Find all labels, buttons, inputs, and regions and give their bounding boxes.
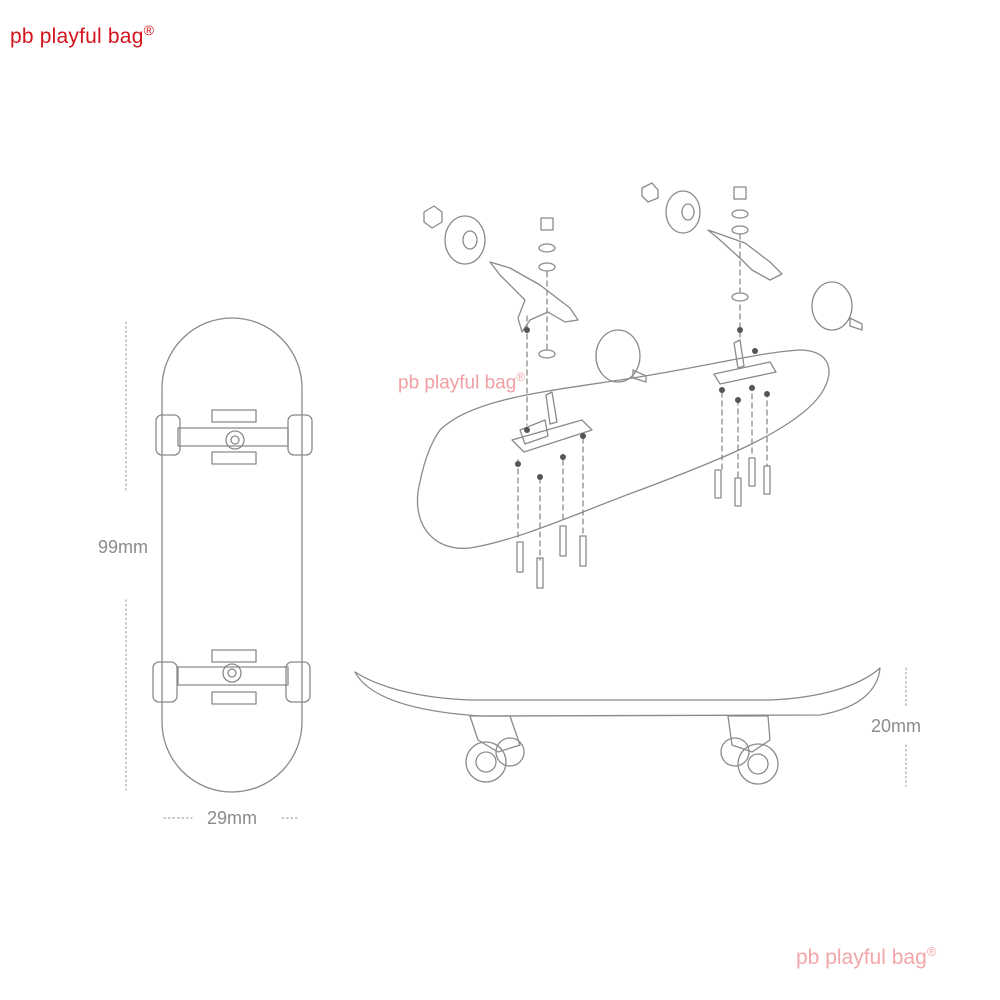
baseplate — [211, 409, 257, 423]
deck-profile — [354, 667, 881, 717]
wheel — [444, 215, 486, 265]
left-truck-exploded — [423, 205, 647, 589]
axle-nut — [423, 205, 443, 229]
width-dimension-label: 29mm — [207, 808, 258, 828]
axle-nut — [849, 317, 863, 331]
bushing — [731, 225, 749, 235]
brand-name: pb playful bag — [10, 25, 144, 48]
hanger — [707, 229, 783, 281]
deck — [416, 349, 830, 549]
kingpin-nut — [222, 663, 242, 683]
baseplate — [211, 649, 257, 663]
baseplate — [211, 691, 257, 705]
rear-truck-top-view — [152, 649, 311, 705]
top-view-board — [152, 317, 313, 793]
front-truck-top-view — [155, 409, 313, 465]
mounting-screws — [714, 457, 771, 507]
watermark-bottom: pb playful bag® — [796, 944, 937, 969]
exploded-view — [416, 182, 863, 589]
wheel — [287, 414, 313, 456]
mounting-screws — [516, 525, 587, 589]
wheel — [495, 737, 525, 767]
right-truck-exploded — [641, 182, 863, 507]
bushing — [538, 262, 556, 272]
washer — [731, 209, 749, 219]
wheel — [155, 414, 181, 456]
baseplate — [713, 361, 777, 385]
deck-outline — [161, 317, 303, 793]
wheel — [720, 737, 750, 767]
washer — [731, 292, 749, 302]
wheel — [737, 743, 779, 785]
kingpin — [545, 391, 558, 425]
washer — [538, 349, 556, 359]
hanger — [177, 666, 289, 686]
wheel — [152, 661, 178, 703]
wheel — [595, 329, 641, 383]
wheel — [811, 281, 853, 331]
height-dimension-label: 20mm — [871, 716, 922, 736]
front-truck-side-view — [465, 715, 525, 783]
side-view-board — [354, 667, 881, 785]
kingpin — [733, 339, 745, 369]
watermark-center: pb playful bag® — [398, 370, 526, 394]
washer — [538, 243, 556, 253]
baseplate — [211, 451, 257, 465]
kingpin-nut — [733, 186, 747, 200]
baseplate — [511, 419, 593, 453]
axle-nut — [632, 369, 647, 383]
registered-mark: ® — [143, 22, 155, 38]
axle-nut — [641, 182, 659, 203]
brand-logo-text: pb playful bag® — [10, 22, 154, 49]
wheel — [285, 661, 311, 703]
hanger — [489, 261, 579, 333]
wheel — [465, 741, 507, 783]
rear-truck-side-view — [720, 715, 779, 785]
kingpin-nut — [225, 430, 245, 450]
length-dimension-label: 99mm — [98, 537, 149, 557]
wheel — [665, 190, 701, 234]
kingpin-nut — [540, 217, 554, 231]
